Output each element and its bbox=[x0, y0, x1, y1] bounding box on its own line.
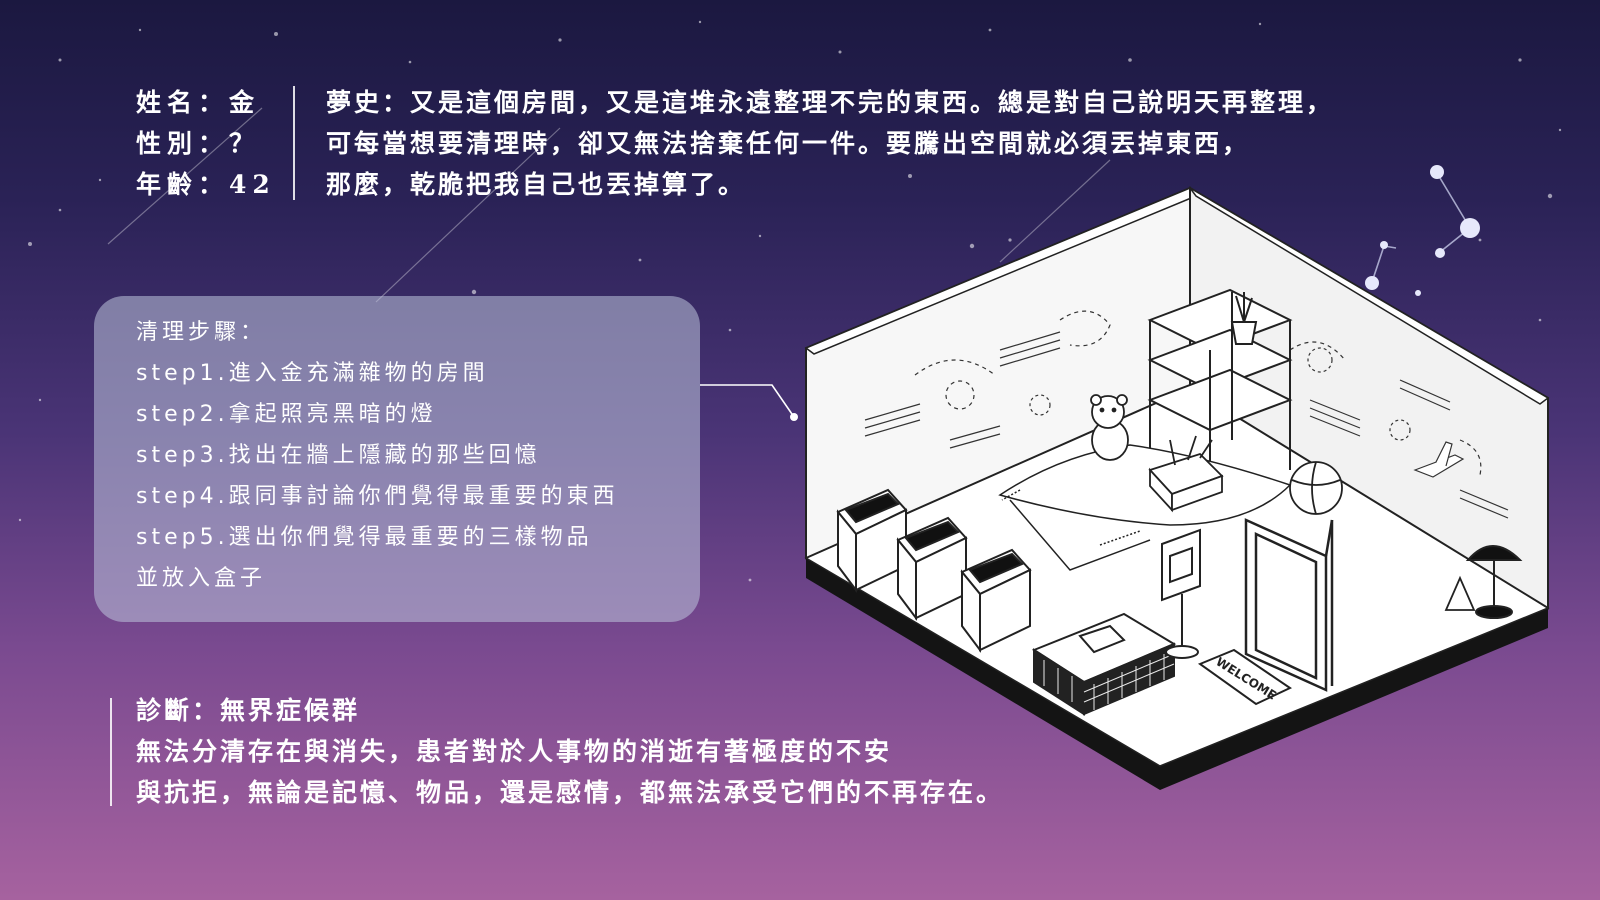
profile-divider bbox=[293, 86, 295, 200]
dream-history: 夢史：又是這個房間，又是這堆永遠整理不完的東西。總是對自己說明天再整理， 可每當… bbox=[326, 82, 1334, 205]
diagnosis: 診斷：無界症候群 無法分清存在與消失，患者對於人事物的消逝有著極度的不安 與抗拒… bbox=[136, 690, 1004, 813]
patient-gender: 性別：？ bbox=[136, 129, 261, 158]
steps-title: 清理步驟： bbox=[136, 320, 267, 345]
diagnosis-line: 與抗拒，無論是記憶、物品，還是感情，都無法承受它們的不再存在。 bbox=[136, 778, 1005, 807]
patient-age: 年齡：42 bbox=[136, 170, 276, 199]
isometric-room-illustration: WELCOME bbox=[804, 186, 1550, 790]
patient-name: 姓名：金 bbox=[136, 88, 261, 117]
dream-history-line: 那麼，乾脆把我自己也丟掉算了。 bbox=[326, 170, 747, 199]
patient-profile: 姓名：金 性別：？ 年齡：42 bbox=[136, 82, 276, 205]
step-item: step1.進入金充滿雜物的房間 bbox=[136, 361, 489, 386]
cleanup-steps: 清理步驟： step1.進入金充滿雜物的房間 step2.拿起照亮黑暗的燈 st… bbox=[136, 312, 619, 599]
diagnosis-title: 診斷：無界症候群 bbox=[136, 696, 361, 725]
step-item: step3.找出在牆上隱藏的那些回憶 bbox=[136, 443, 541, 468]
step-item: step4.跟同事討論你們覺得最重要的東西 bbox=[136, 484, 619, 509]
step-item: 並放入盒子 bbox=[136, 566, 267, 591]
diagnosis-line: 無法分清存在與消失，患者對於人事物的消逝有著極度的不安 bbox=[136, 737, 893, 766]
dream-history-line: 可每當想要清理時，卻又無法捨棄任何一件。要騰出空間就必須丟掉東西， bbox=[326, 129, 1251, 158]
step-item: step2.拿起照亮黑暗的燈 bbox=[136, 402, 437, 427]
lamp-icon[interactable] bbox=[1465, 545, 1523, 619]
step-item: step5.選出你們覺得最重要的三樣物品 bbox=[136, 525, 593, 550]
dream-history-line: 夢史：又是這個房間，又是這堆永遠整理不完的東西。總是對自己說明天再整理， bbox=[326, 88, 1335, 117]
diagnosis-divider bbox=[110, 698, 112, 806]
connector-line bbox=[700, 384, 798, 421]
cleanup-steps-card bbox=[94, 296, 700, 622]
